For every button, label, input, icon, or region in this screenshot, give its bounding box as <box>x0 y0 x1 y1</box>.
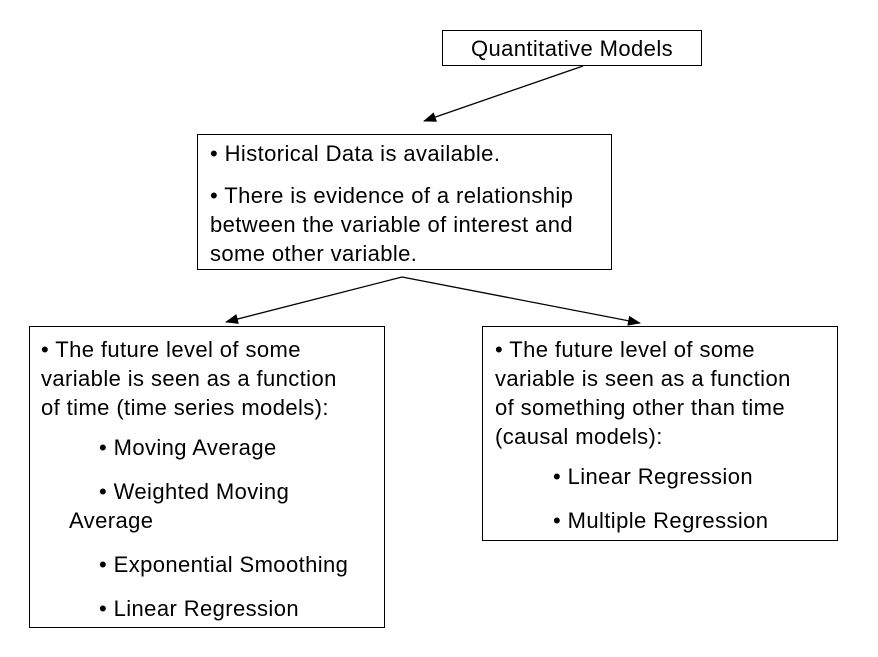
bullet-marker: • <box>99 435 108 460</box>
causal-item-text: Linear Regression <box>567 464 753 489</box>
arrow-criteria-to-causal <box>401 276 641 326</box>
time-series-node: • The future level of some variable is s… <box>29 326 385 628</box>
time-series-item-text: Exponential Smoothing <box>113 552 349 577</box>
root-node: Quantitative Models <box>442 30 702 66</box>
causal-intro-text: The future level of some variable is see… <box>495 337 791 449</box>
bullet-marker: • <box>553 508 562 533</box>
time-series-item-text: Moving Average <box>113 435 277 460</box>
time-series-item-text: Linear Regression <box>113 596 299 621</box>
time-series-item-text: Weighted Moving Average <box>69 479 290 533</box>
arrow-criteria-to-time-series <box>225 276 403 324</box>
time-series-item: • Exponential Smoothing <box>69 550 378 579</box>
time-series-item: • Weighted Moving Average <box>69 477 378 535</box>
bullet-marker: • <box>210 141 219 166</box>
time-series-item: • Linear Regression <box>69 594 378 623</box>
bullet-marker: • <box>553 464 562 489</box>
criteria-bullet-text: There is evidence of a relationship betw… <box>210 183 574 266</box>
criteria-node: • Historical Data is available. • There … <box>197 134 612 270</box>
bullet-marker: • <box>99 552 108 577</box>
time-series-item: • Moving Average <box>69 433 378 462</box>
bullet-marker: • <box>210 183 219 208</box>
root-node-label: Quantitative Models <box>470 35 674 61</box>
causal-item: • Linear Regression <box>523 462 831 491</box>
criteria-bullet-item: • There is evidence of a relationship be… <box>210 181 601 268</box>
causal-intro: • The future level of some variable is s… <box>495 335 831 451</box>
time-series-intro: • The future level of some variable is s… <box>41 335 378 422</box>
criteria-bullet-text: Historical Data is available. <box>224 141 501 166</box>
bullet-marker: • <box>41 337 50 362</box>
causal-node: • The future level of some variable is s… <box>482 326 838 541</box>
bullet-marker: • <box>99 596 108 621</box>
causal-item-text: Multiple Regression <box>567 508 769 533</box>
time-series-intro-text: The future level of some variable is see… <box>41 337 337 420</box>
criteria-bullet-item: • Historical Data is available. <box>210 139 601 168</box>
bullet-marker: • <box>495 337 504 362</box>
arrow-root-to-criteria <box>423 65 584 122</box>
bullet-marker: • <box>99 479 108 504</box>
causal-item: • Multiple Regression <box>523 506 831 535</box>
